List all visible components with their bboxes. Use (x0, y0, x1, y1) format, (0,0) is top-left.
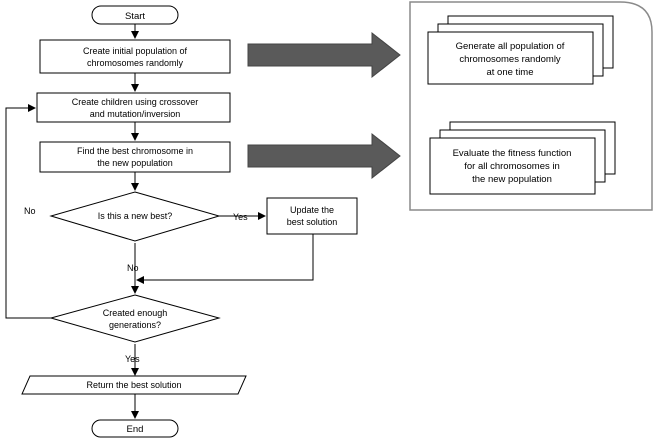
update-best-label-line2: best solution (287, 217, 338, 227)
create-initial-label-line1: Create initial population of (83, 46, 188, 56)
return-best-io-box: Return the best solution (21, 375, 247, 395)
edge-update-to-merge (136, 234, 314, 284)
enough-generations-label-line1: Created enough (103, 308, 168, 318)
end-label: End (127, 424, 144, 435)
evaluate-label-line2: for all chromosomes in (464, 161, 560, 172)
big-arrow-bottom (247, 132, 401, 180)
enough-generations-label-line2: generations? (109, 320, 161, 330)
create-children-label-line2: and mutation/inversion (90, 109, 181, 119)
evaluate-fitness-stack: Evaluate the fitness function for all ch… (429, 121, 616, 195)
is-new-best-decision: Is this a new best? (49, 191, 221, 242)
evaluate-label-line1: Evaluate the fitness function (453, 148, 572, 159)
generate-population-stack: Generate all population of chromosomes r… (427, 15, 614, 85)
is-new-best-label: Is this a new best? (98, 211, 173, 221)
start-label: Start (125, 11, 145, 22)
big-arrow-top (247, 31, 401, 79)
return-best-label: Return the best solution (86, 380, 181, 390)
find-best-label-line1: Find the best chromosome in (77, 146, 193, 156)
create-children-label-line1: Create children using crossover (72, 97, 199, 107)
find-best-label-line2: the new population (97, 158, 173, 168)
enough-generations-decision: Created enough generations? (49, 294, 221, 343)
update-best-solution-box: Update the best solution (266, 197, 358, 235)
create-initial-population-box: Create initial population of chromosomes… (39, 39, 231, 74)
generate-label-line1: Generate all population of (456, 41, 565, 52)
update-best-label-line1: Update the (290, 205, 334, 215)
connectors (5, 24, 314, 419)
yes-new-best-label: Yes (233, 212, 248, 222)
edge-generations-no-loop (5, 104, 51, 319)
generate-label-line3: at one time (487, 67, 534, 78)
evaluate-label-line3: the new population (472, 174, 552, 185)
generate-label-line2: chromosomes randomly (459, 54, 561, 65)
start-terminal: Start (91, 5, 179, 25)
end-terminal: End (91, 419, 179, 438)
no-new-best-label: No (127, 263, 139, 273)
yes-generations-label: Yes (125, 354, 140, 364)
no-generations-label: No (24, 206, 36, 216)
create-initial-label-line2: chromosomes randomly (87, 58, 184, 68)
find-best-chromosome-box: Find the best chromosome in the new popu… (39, 141, 231, 173)
create-children-box: Create children using crossover and muta… (36, 92, 231, 123)
